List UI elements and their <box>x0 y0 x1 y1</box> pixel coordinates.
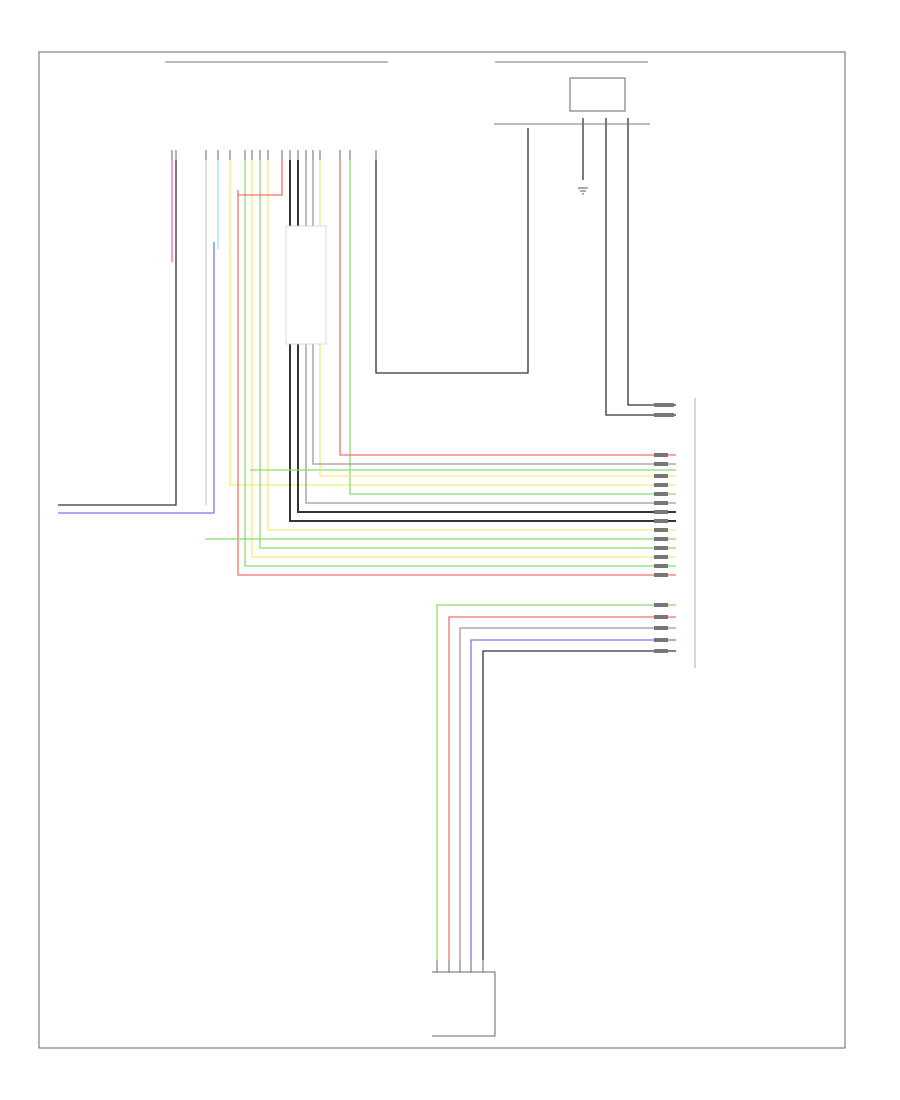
ground-symbol-icon <box>578 187 588 195</box>
wire-black-bottom <box>482 650 676 960</box>
pin-ticks-right <box>654 403 674 653</box>
wire-green-a <box>244 160 676 567</box>
wire-group <box>58 118 676 960</box>
connector-top-mid <box>494 61 650 125</box>
wire-green-d <box>349 160 676 495</box>
wire-gray-b <box>312 160 676 465</box>
wire-red-b <box>339 160 676 456</box>
wire-blue-bottom <box>470 639 676 960</box>
wire-green-b <box>259 160 676 549</box>
wire-black-loop <box>375 128 529 374</box>
wire-black-shield-b <box>297 160 676 513</box>
wire-green-bottom <box>436 604 676 960</box>
antenna-module <box>569 77 626 112</box>
wire-red-c <box>238 160 283 196</box>
wire-gray-bottom <box>459 627 676 960</box>
wire-red-bottom <box>448 616 676 960</box>
wire-yellow-c <box>267 160 676 531</box>
connector-bottom <box>432 971 496 1037</box>
splice-block <box>285 225 327 345</box>
wire-yellow-d <box>319 160 676 477</box>
wire-yellow-b <box>251 160 676 558</box>
wire-gray-a <box>305 160 676 504</box>
wire-black-shield-a <box>289 160 676 522</box>
wire-black-left <box>58 160 177 506</box>
wire-red-a <box>237 190 676 576</box>
wire-yellow-a <box>229 160 676 486</box>
wire-antenna-a <box>627 118 676 406</box>
pin-ticks-top <box>171 150 377 160</box>
pin-ticks-bottom <box>436 960 484 972</box>
wire-blue-left <box>58 242 215 514</box>
diagram-border <box>38 51 846 1049</box>
wire-antenna-b <box>605 118 676 416</box>
